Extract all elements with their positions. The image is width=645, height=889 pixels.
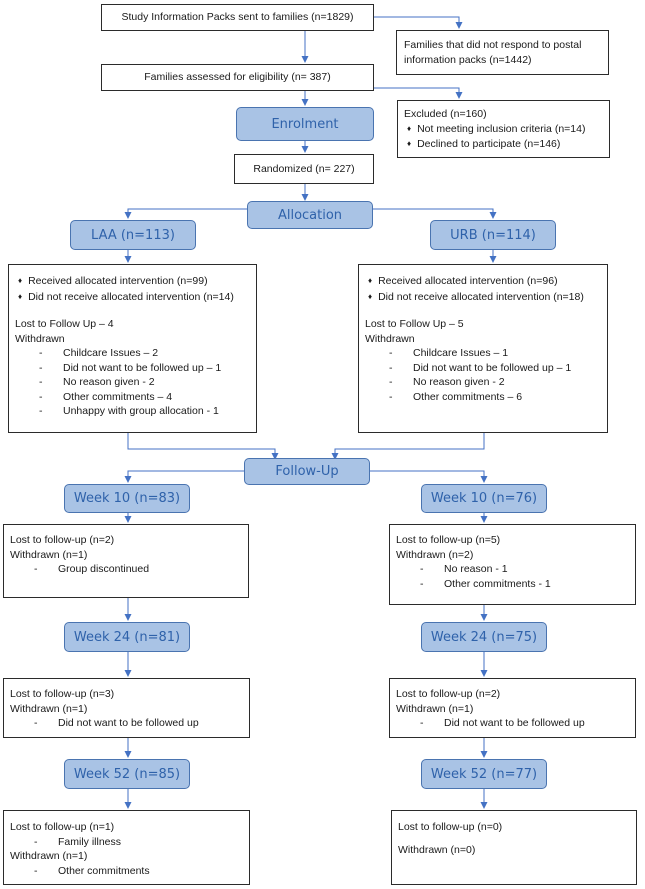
connector-followup-to-left-w10 (124, 470, 244, 483)
laa-week10-box: Lost to follow-up (n=2) Withdrawn (n=1) … (3, 524, 249, 598)
no-response-line-1: Families that did not respond to postal (404, 39, 582, 51)
laa-week52-stage: Week 52 (n=85) (64, 759, 190, 789)
laa-week24-label: Week 24 (n=81) (73, 629, 181, 645)
connector-left-to-followup (127, 433, 279, 460)
laa-week52-lost-reason: Family illness (10, 835, 243, 850)
laa-reason: Unhappy with group allocation - 1 (15, 404, 250, 419)
laa-week52-withdrawn: Withdrawn (n=1) (10, 850, 88, 862)
no-response-box: Families that did not respond to postal … (396, 30, 609, 75)
urb-week24-withdrawn: Withdrawn (n=1) (396, 702, 474, 715)
laa-reason: No reason given - 2 (15, 375, 250, 390)
assessed-box: Families assessed for eligibility (n= 38… (101, 64, 374, 91)
urb-week10-withdrawn: Withdrawn (n=2) (396, 548, 474, 561)
allocation-stage: Allocation (247, 201, 373, 229)
enrolment-label: Enrolment (271, 116, 339, 132)
urb-withdrawn: Withdrawn (365, 332, 415, 345)
laa-week24-box: Lost to follow-up (n=3) Withdrawn (n=1) … (3, 678, 250, 738)
arm-laa-label: LAA (n=113) (91, 227, 175, 243)
laa-week24-lost: Lost to follow-up (n=3) (10, 688, 115, 700)
urb-week10-label: Week 10 (n=76) (430, 491, 538, 506)
urb-week10-box: Lost to follow-up (n=5) Withdrawn (n=2) … (389, 524, 636, 605)
urb-reason: Other commitments – 6 (365, 390, 601, 405)
urb-received: Received allocated intervention (n=96) (365, 274, 601, 290)
urb-week52-label: Week 52 (n=77) (430, 766, 538, 782)
urb-week24-lost: Lost to follow-up (n=2) (396, 688, 501, 700)
laa-week24-stage: Week 24 (n=81) (64, 622, 190, 652)
connector-followup-to-right-w10 (370, 470, 488, 483)
laa-reason: Did not want to be followed up – 1 (15, 361, 250, 376)
follow-up-stage: Follow-Up (244, 458, 370, 485)
laa-withdrawn: Withdrawn (15, 332, 65, 345)
allocation-label: Allocation (277, 207, 343, 223)
urb-reason: Did not want to be followed up – 1 (365, 361, 601, 376)
laa-week24-reason: Did not want to be followed up (10, 716, 243, 731)
laa-received: Received allocated intervention (n=99) (15, 274, 250, 290)
laa-week10-reason: Group discontinued (10, 562, 242, 577)
urb-reason: Childcare Issues – 1 (365, 346, 601, 361)
laa-week10-lost: Lost to follow-up (n=2) (10, 534, 115, 546)
laa-allocation-details: Received allocated intervention (n=99) D… (8, 264, 257, 433)
urb-week52-box: Lost to follow-up (n=0) Withdrawn (n=0) (391, 810, 637, 885)
follow-up-label: Follow-Up (275, 464, 339, 479)
randomized-text: Randomized (n= 227) (253, 162, 355, 175)
urb-week24-reason: Did not want to be followed up (396, 716, 629, 731)
assessed-text: Families assessed for eligibility (n= 38… (144, 71, 331, 83)
laa-week10-withdrawn: Withdrawn (n=1) (10, 548, 88, 561)
connector-packs-to-noresponse (374, 16, 463, 29)
laa-week10-label: Week 10 (n=83) (73, 491, 181, 506)
arm-urb-label: URB (n=114) (450, 227, 536, 243)
urb-week10-lost: Lost to follow-up (n=5) (396, 534, 501, 546)
arm-urb-stage: URB (n=114) (430, 220, 556, 250)
laa-week10-stage: Week 10 (n=83) (64, 484, 190, 513)
urb-reason: No reason given - 2 (365, 375, 601, 390)
urb-week52-withdrawn: Withdrawn (n=0) (398, 843, 476, 856)
laa-reason: Other commitments – 4 (15, 390, 250, 405)
laa-week52-label: Week 52 (n=85) (73, 766, 181, 782)
urb-week10-stage: Week 10 (n=76) (421, 484, 547, 513)
enrolment-stage: Enrolment (236, 107, 374, 141)
laa-lost: Lost to Follow Up – 4 (15, 318, 114, 330)
laa-week52-reason: Other commitments (10, 864, 243, 879)
laa-week24-withdrawn: Withdrawn (n=1) (10, 702, 88, 715)
randomized-box: Randomized (n= 227) (234, 154, 374, 184)
packs-sent-box: Study Information Packs sent to families… (101, 4, 374, 31)
packs-sent-text: Study Information Packs sent to families… (121, 11, 354, 23)
urb-week24-box: Lost to follow-up (n=2) Withdrawn (n=1) … (389, 678, 636, 738)
urb-allocation-details: Received allocated intervention (n=96) D… (358, 264, 608, 433)
urb-week10-reason: Other commitments - 1 (396, 577, 629, 592)
urb-lost: Lost to Follow Up – 5 (365, 318, 464, 330)
urb-week52-stage: Week 52 (n=77) (421, 759, 547, 789)
excluded-title: Excluded (n=160) (404, 108, 487, 120)
excluded-box: Excluded (n=160) Not meeting inclusion c… (397, 100, 610, 158)
excluded-item: Declined to participate (n=146) (404, 137, 603, 153)
connector-right-to-followup (331, 433, 485, 460)
arm-laa-stage: LAA (n=113) (70, 220, 196, 250)
connector-allocation-to-urb (373, 208, 497, 219)
laa-week52-box: Lost to follow-up (n=1) Family illness W… (3, 810, 250, 885)
excluded-item: Not meeting inclusion criteria (n=14) (404, 122, 603, 138)
urb-week24-label: Week 24 (n=75) (430, 629, 538, 645)
connector-assessed-to-excluded (374, 87, 463, 99)
urb-week52-lost: Lost to follow-up (n=0) (398, 821, 503, 833)
laa-week52-lost: Lost to follow-up (n=1) (10, 821, 115, 833)
urb-week10-reason: No reason - 1 (396, 562, 629, 577)
connector-allocation-to-laa (124, 208, 247, 219)
urb-not-received: Did not receive allocated intervention (… (365, 290, 601, 306)
laa-not-received: Did not receive allocated intervention (… (15, 290, 250, 306)
laa-reason: Childcare Issues – 2 (15, 346, 250, 361)
no-response-line-2: information packs (n=1442) (404, 53, 532, 66)
urb-week24-stage: Week 24 (n=75) (421, 622, 547, 652)
